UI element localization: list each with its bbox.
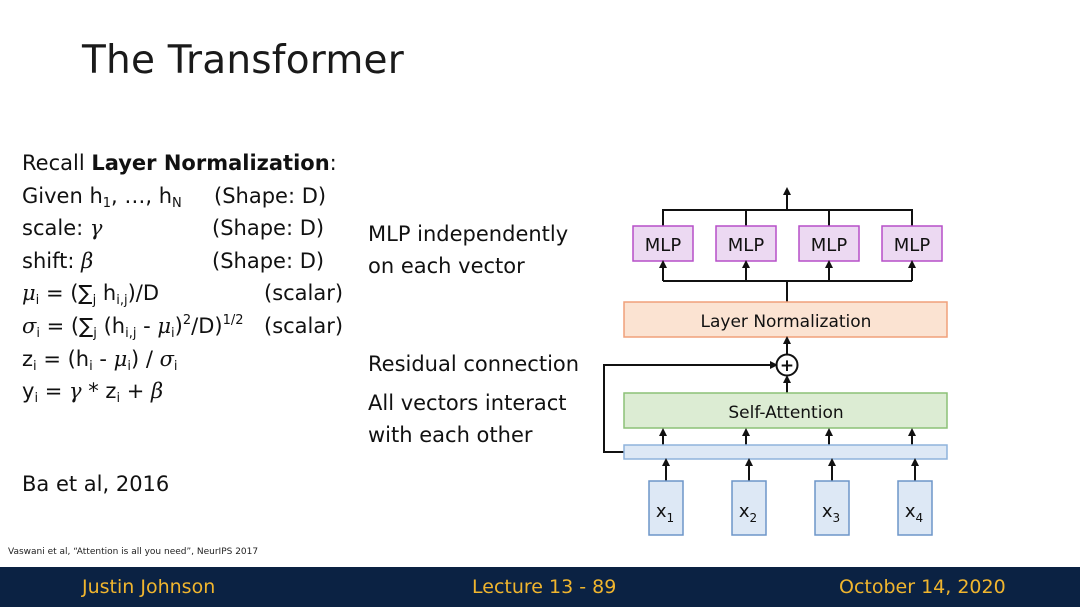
notes-line-shift: shift: β(Shape: D) bbox=[22, 248, 325, 273]
layer-norm-label: Layer Normalization bbox=[701, 312, 872, 332]
layer-norm-box: Layer Normalization bbox=[623, 301, 948, 338]
transformer-block-diagram: MLP MLP MLP MLP Layer Normalization + Se… bbox=[603, 187, 948, 536]
attention-annotation-line-1: All vectors interact bbox=[368, 391, 567, 415]
notes-line-scale: scale: γ(Shape: D) bbox=[22, 216, 325, 241]
input-x2: x2 bbox=[731, 480, 767, 536]
notes-line-output: yi = γ * zi + β bbox=[22, 379, 164, 407]
input-x1: x1 bbox=[648, 480, 684, 536]
residual-annotation: Residual connection bbox=[368, 352, 580, 376]
citation: Ba et al, 2016 bbox=[22, 472, 170, 496]
attention-annotation-line-2: with each other bbox=[368, 423, 533, 447]
attention-annotation: All vectors interact with each other bbox=[368, 387, 567, 451]
self-attention-label: Self-Attention bbox=[728, 403, 843, 423]
mlp-box-1: MLP bbox=[632, 225, 694, 262]
mlp-label-4: MLP bbox=[894, 235, 931, 256]
input-vectors-bar bbox=[623, 444, 948, 460]
residual-sum-node: + bbox=[775, 353, 799, 377]
reference-footnote: Vaswani et al, “Attention is all you nee… bbox=[8, 547, 259, 557]
notes-line-normalize: zi = (hi - μi) / σi bbox=[22, 346, 178, 374]
slide-footer: Justin Johnson Lecture 13 - 89 October 1… bbox=[0, 567, 1080, 607]
mlp-label-1: MLP bbox=[645, 235, 682, 256]
svg-text:x2: x2 bbox=[739, 501, 757, 525]
footer-author: Justin Johnson bbox=[82, 576, 216, 598]
notes-line-recall: Recall Layer Normalization: bbox=[22, 151, 337, 175]
slide-title: The Transformer bbox=[82, 38, 404, 83]
input-x4: x4 bbox=[897, 480, 933, 536]
mlp-annotation-line-2: on each vector bbox=[368, 254, 525, 278]
mlp-annotation: MLP independently on each vector bbox=[368, 218, 568, 282]
svg-text:x4: x4 bbox=[905, 501, 923, 525]
notes-line-mean: μi = (∑j hi,j)/D(scalar) bbox=[22, 281, 344, 309]
footer-lecture: Lecture 13 - 89 bbox=[472, 576, 617, 598]
mlp-box-3: MLP bbox=[798, 225, 860, 262]
svg-text:x3: x3 bbox=[822, 501, 840, 525]
footer-date: October 14, 2020 bbox=[839, 576, 1006, 598]
input-x3: x3 bbox=[814, 480, 850, 536]
residual-connection-arrow bbox=[603, 361, 778, 453]
notes-line-given: Given h1, …, hN(Shape: D) bbox=[22, 183, 327, 211]
svg-text:x1: x1 bbox=[656, 501, 674, 525]
notes-line-std: σi = (∑j (hi,j - μi)2/D)1/2(scalar) bbox=[22, 312, 344, 341]
self-attention-box: Self-Attention bbox=[623, 392, 948, 429]
plus-symbol: + bbox=[780, 356, 794, 376]
mlp-label-3: MLP bbox=[811, 235, 848, 256]
mlp-box-2: MLP bbox=[715, 225, 777, 262]
mlp-box-4: MLP bbox=[881, 225, 943, 262]
mlp-output-bar bbox=[662, 209, 913, 226]
mlp-annotation-line-1: MLP independently bbox=[368, 222, 569, 246]
layer-norm-notes: Recall Layer Normalization: Given h1, …,… bbox=[22, 147, 344, 408]
mlp-label-2: MLP bbox=[728, 235, 765, 256]
